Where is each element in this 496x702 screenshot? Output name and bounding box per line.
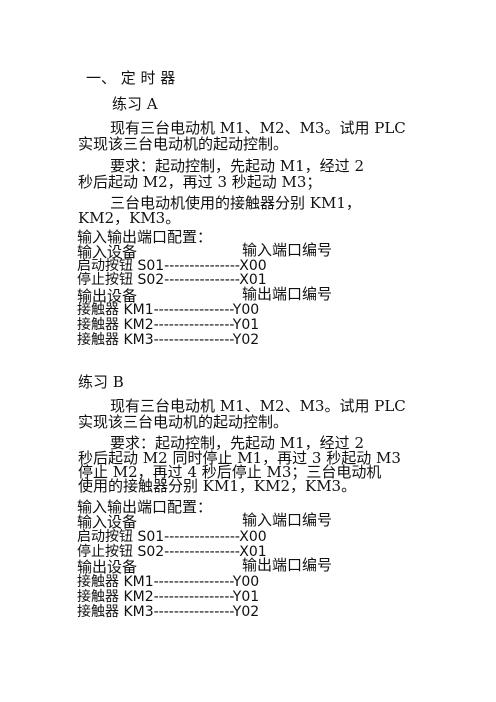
exercise-a-input-header: 输入设备 — [77, 243, 138, 261]
exercise-a-output-1: 接触器 KM1----------------Y00 — [77, 302, 260, 318]
exercise-b-input-port-header: 输入端口编号 — [242, 511, 333, 529]
exercise-b-line-3: 要求：起动控制，先起动 M1，经过 2 — [110, 434, 364, 452]
exercise-b-output-2: 接触器 KM2----------------Y01 — [77, 589, 260, 605]
section-heading: 一、 定 时 器 — [86, 69, 176, 87]
exercise-b-line-4: 秒后起动 M2 同时停止 M1，再过 3 秒起动 M3 — [78, 449, 401, 467]
exercise-b-output-1: 接触器 KM1----------------Y00 — [77, 574, 260, 590]
exercise-b-line-6: 使用的接触器分别 KM1，KM2，KM3。 — [78, 477, 357, 495]
exercise-b-line-5: 停止 M2，再过 4 秒后停止 M3；三台电动机 — [78, 463, 382, 481]
exercise-b-line-2: 实现该三台电动机的起动控制。 — [78, 413, 289, 431]
exercise-a-input-port-header: 输入端口编号 — [242, 241, 333, 259]
exercise-a-line-6: KM2，KM3。 — [78, 209, 181, 227]
exercise-b-input-header: 输入设备 — [77, 513, 138, 531]
exercise-a-line-3: 要求：起动控制，先起动 M1，经过 2 — [110, 157, 364, 175]
exercise-a-line-2: 实现该三台电动机的起动控制。 — [78, 135, 289, 153]
exercise-b-line-1: 现有三台电动机 M1、M2、M3。试用 PLC — [110, 397, 406, 415]
exercise-a-output-2: 接触器 KM2----------------Y01 — [77, 317, 260, 333]
exercise-b-title: 练习 B — [78, 373, 124, 391]
exercise-b-output-3: 接触器 KM3----------------Y02 — [77, 604, 260, 620]
exercise-a-output-port-header: 输出端口编号 — [242, 285, 333, 303]
exercise-a-input-1: 启动按钮 S01---------------X00 — [77, 258, 267, 274]
exercise-a-output-header: 输出设备 — [77, 287, 138, 305]
exercise-b-output-port-header: 输出端口编号 — [242, 556, 333, 574]
exercise-a-line-4: 秒后起动 M2，再过 3 秒起动 M3； — [78, 173, 322, 191]
exercise-b-output-header: 输出设备 — [77, 558, 138, 576]
exercise-a-title: 练习 A — [112, 95, 158, 113]
exercise-a-line-5: 三台电动机使用的接触器分别 KM1， — [110, 194, 361, 212]
exercise-a-line-1: 现有三台电动机 M1、M2、M3。试用 PLC — [110, 119, 406, 137]
exercise-a-io-title: 输入输出端口配置： — [77, 228, 213, 246]
exercise-b-input-1: 启动按钮 S01---------------X00 — [77, 529, 267, 545]
exercise-b-input-2: 停止按钮 S02---------------X01 — [77, 544, 267, 560]
exercise-a-output-3: 接触器 KM3----------------Y02 — [77, 332, 260, 348]
exercise-b-io-title: 输入输出端口配置： — [77, 498, 213, 516]
exercise-a-input-2: 停止按钮 S02---------------X01 — [77, 272, 267, 288]
